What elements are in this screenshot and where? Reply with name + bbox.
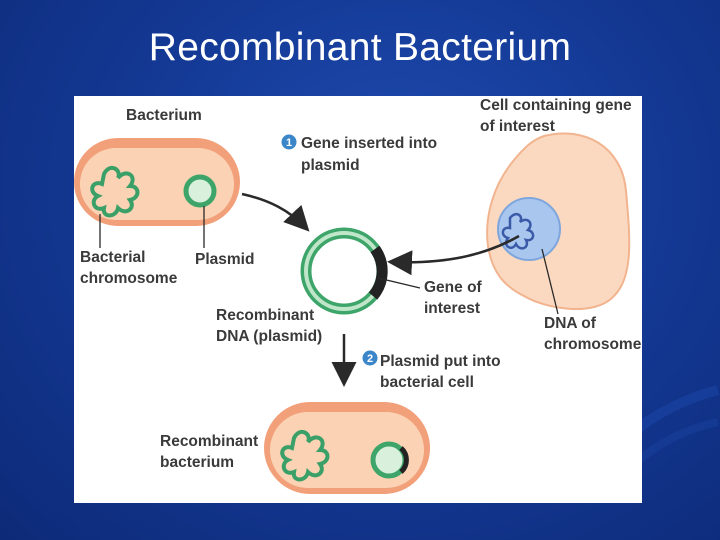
leader-gene-of-interest	[377, 277, 421, 289]
leader-dna-of-chromosome	[541, 248, 559, 315]
step-1-badge: 1	[281, 134, 297, 150]
recombinant-plasmid	[300, 227, 388, 315]
label-step2-line2: bacterial cell	[380, 374, 474, 391]
label-step1-line1: Gene inserted into	[301, 135, 437, 152]
plasmid-top	[183, 174, 217, 208]
label-bacterial-chromosome-line2: chromosome	[80, 270, 178, 287]
donor-cell-chromosome-dna	[501, 212, 535, 250]
label-recombinant-dna-line1: Recombinant	[216, 307, 314, 324]
label-dna-of-chromosome-line2: chromosome	[544, 336, 642, 353]
gene-insert-segment	[368, 245, 388, 300]
bacterial-chromosome	[90, 165, 140, 218]
slide-title: Recombinant Bacterium	[148, 26, 572, 69]
label-gene-of-interest-line2: interest	[424, 300, 480, 317]
bacterium-bottom-chromosome	[280, 429, 330, 482]
svg-text:2: 2	[367, 353, 373, 365]
bacterium-bottom-plasmid	[370, 441, 408, 479]
label-bacterial-chromosome-line1: Bacterial	[80, 249, 145, 266]
label-step1-line2: plasmid	[301, 157, 360, 174]
donor-cell	[486, 132, 631, 310]
step-2-badge: 2	[362, 350, 378, 366]
label-gene-of-interest-line1: Gene of	[424, 279, 483, 296]
diagram-panel: 1 2 Bacterium Bacterial chromosome Plasm…	[74, 96, 642, 503]
label-plasmid: Plasmid	[195, 251, 254, 268]
arrow-bacterium-to-plasmid	[241, 192, 310, 232]
bacterium-bottom-gene-insert	[399, 446, 409, 474]
label-recombinant-bacterium-line1: Recombinant	[160, 433, 258, 450]
recombinant-dna-diagram: 1 2 Bacterium Bacterial chromosome Plasm…	[74, 97, 642, 494]
label-cell-containing-gene-line1: Cell containing gene	[480, 97, 632, 114]
label-cell-containing-gene-line2: of interest	[480, 118, 555, 135]
bacterium-bottom	[264, 402, 430, 494]
label-recombinant-bacterium-line2: bacterium	[160, 454, 234, 471]
label-bacterium: Bacterium	[126, 107, 202, 124]
label-dna-of-chromosome-line1: DNA of	[544, 315, 597, 332]
bacterium-top	[74, 138, 240, 226]
arrow-gene-to-plasmid	[387, 234, 520, 276]
label-step2-line1: Plasmid put into	[380, 353, 501, 370]
label-recombinant-dna-line2: DNA (plasmid)	[216, 328, 322, 345]
svg-text:1: 1	[286, 137, 292, 149]
